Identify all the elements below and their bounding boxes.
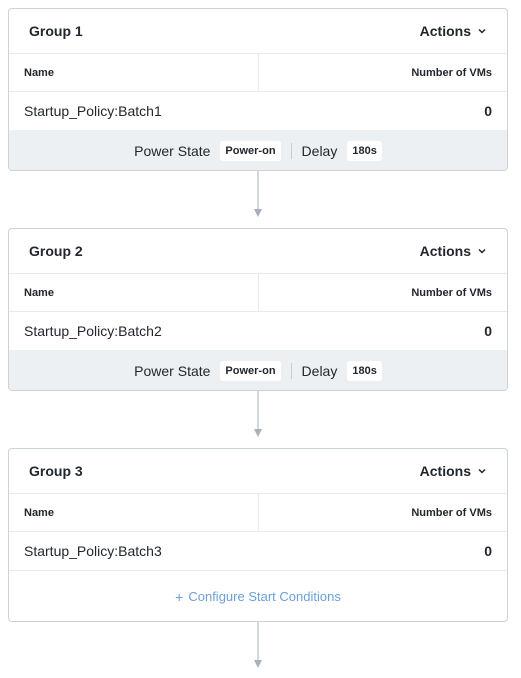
- row-name: Startup_Policy:Batch2: [24, 323, 162, 339]
- delay-badge: 180s: [347, 360, 382, 381]
- row-vm-count: 0: [484, 103, 492, 119]
- actions-dropdown[interactable]: Actions: [420, 23, 487, 39]
- delay-label: Delay: [301, 362, 338, 379]
- configure-label: Configure Start Conditions: [188, 589, 341, 604]
- group-card-2: Group 2 Actions Name Number of VMs Start…: [8, 228, 508, 391]
- column-header-name[interactable]: Name: [9, 54, 259, 91]
- table-row[interactable]: Startup_Policy:Batch1 0: [9, 92, 507, 130]
- actions-label: Actions: [419, 23, 471, 39]
- group-title: Group 2: [29, 243, 83, 259]
- power-state-badge: Power-on: [220, 140, 281, 161]
- group-header: Group 3 Actions: [9, 449, 507, 494]
- table-header: Name Number of VMs: [9, 54, 507, 92]
- row-name: Startup_Policy:Batch1: [24, 103, 162, 119]
- configure-start-conditions-button[interactable]: + Configure Start Conditions: [9, 570, 507, 621]
- group-title: Group 3: [29, 463, 83, 479]
- group-card-1: Group 1 Actions Name Number of VMs Start…: [8, 8, 508, 171]
- column-header-vms[interactable]: Number of VMs: [411, 506, 492, 519]
- actions-label: Actions: [419, 243, 471, 259]
- column-header-name[interactable]: Name: [9, 274, 259, 311]
- chevron-down-icon: [478, 468, 486, 474]
- group-header: Group 2 Actions: [9, 229, 507, 274]
- divider: [290, 142, 292, 159]
- chevron-down-icon: [478, 28, 486, 34]
- actions-dropdown[interactable]: Actions: [420, 463, 487, 479]
- arrow-down-icon: [254, 171, 262, 217]
- group-header: Group 1 Actions: [9, 9, 507, 54]
- power-state-label: Power State: [134, 362, 211, 379]
- column-header-vms[interactable]: Number of VMs: [411, 66, 492, 79]
- delay-label: Delay: [301, 142, 338, 159]
- row-name: Startup_Policy:Batch3: [24, 543, 162, 559]
- power-state-badge: Power-on: [220, 360, 281, 381]
- table-header: Name Number of VMs: [9, 494, 507, 532]
- row-vm-count: 0: [484, 323, 492, 339]
- power-state-label: Power State: [134, 142, 211, 159]
- group-footer: Power State Power-on Delay 180s: [9, 350, 507, 390]
- chevron-down-icon: [478, 248, 486, 254]
- table-row[interactable]: Startup_Policy:Batch3 0: [9, 532, 507, 570]
- arrow-down-icon: [254, 391, 262, 437]
- table-row[interactable]: Startup_Policy:Batch2 0: [9, 312, 507, 350]
- connector-arrow-3: [253, 622, 263, 669]
- connector-arrow-2: [253, 391, 263, 438]
- arrow-down-icon: [254, 622, 262, 668]
- group-title: Group 1: [29, 23, 83, 39]
- column-header-name[interactable]: Name: [9, 494, 259, 531]
- table-header: Name Number of VMs: [9, 274, 507, 312]
- actions-dropdown[interactable]: Actions: [420, 243, 487, 259]
- divider: [290, 362, 292, 379]
- column-header-vms[interactable]: Number of VMs: [411, 286, 492, 299]
- row-vm-count: 0: [484, 543, 492, 559]
- connector-arrow-1: [253, 171, 263, 218]
- group-footer: Power State Power-on Delay 180s: [9, 130, 507, 170]
- actions-label: Actions: [419, 463, 471, 479]
- delay-badge: 180s: [347, 140, 382, 161]
- group-card-3: Group 3 Actions Name Number of VMs Start…: [8, 448, 508, 622]
- plus-icon: +: [175, 588, 184, 605]
